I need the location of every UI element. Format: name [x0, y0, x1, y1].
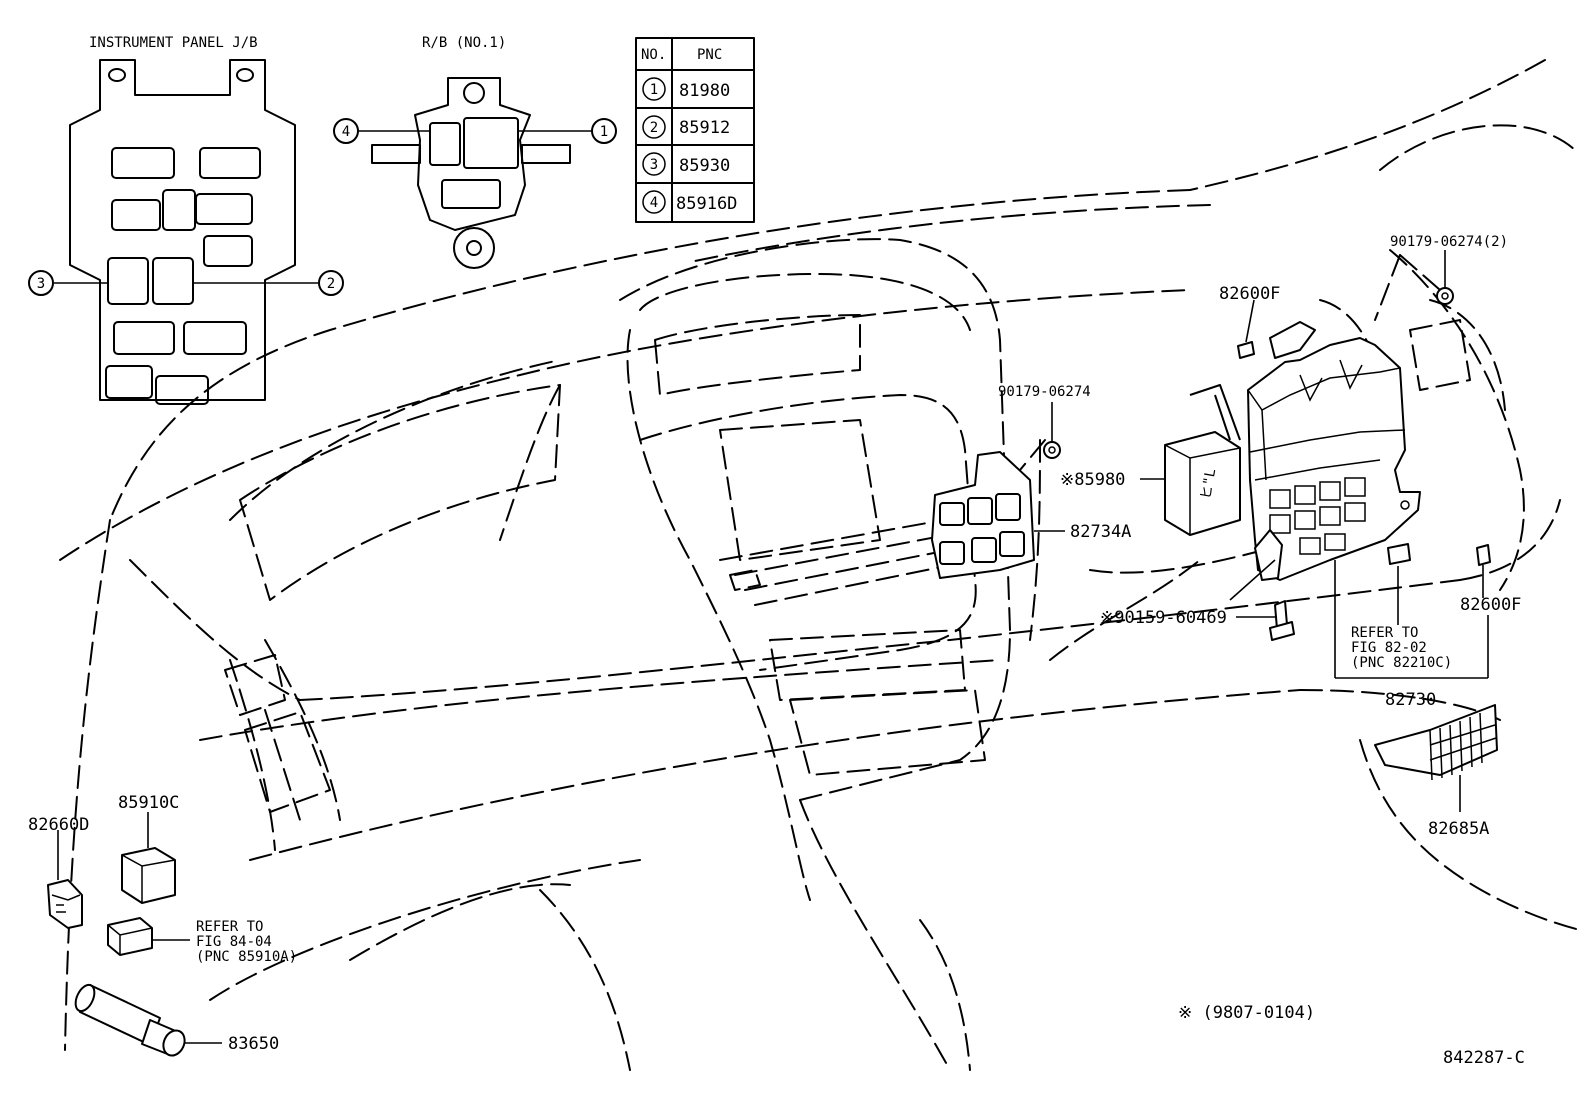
table-row-no: 1	[650, 82, 658, 98]
dashboard-outline	[59, 59, 1581, 1071]
rb-relay-4	[429, 122, 461, 166]
bracket-82660d	[47, 830, 83, 929]
svg-text:(PNC 82210C): (PNC 82210C)	[1351, 655, 1452, 671]
callout-2: 2	[327, 276, 335, 292]
callout-3-circle	[28, 270, 54, 296]
nut-90179-06274-2	[1436, 250, 1454, 305]
fuse-82600f-right	[1476, 544, 1491, 598]
table-row-pnc: 85916D	[676, 194, 737, 214]
relay-refer-84-04	[107, 917, 190, 956]
relay-block-no1: R/B (NO.1) 4 1	[333, 35, 617, 269]
svg-text:ヒ"L: ヒ"L	[1198, 468, 1219, 501]
label-82685a: 82685A	[1428, 819, 1489, 839]
label-83650: 83650	[228, 1034, 279, 1054]
label-82734a: 82734A	[1070, 522, 1131, 542]
label-82600f-right: 82600F	[1460, 595, 1521, 615]
fuse-82600f-top	[1237, 299, 1316, 359]
label-90179-06274-2: 90179-06274(2)	[1390, 234, 1508, 250]
buzzer-83650	[74, 983, 222, 1057]
table-row-no: 2	[650, 120, 658, 136]
label-85980: ※85980	[1060, 470, 1125, 490]
instrument-panel-jb: INSTRUMENT PANEL J/B 3 2	[28, 35, 344, 405]
jb-title: INSTRUMENT PANEL J/B	[89, 35, 258, 51]
rb-relay-1	[463, 117, 519, 169]
label-82660d: 82660D	[28, 815, 89, 835]
junction-block-82730	[1247, 337, 1421, 581]
svg-text:FIG 84-04: FIG 84-04	[196, 934, 272, 950]
svg-text:REFER TO: REFER TO	[1351, 625, 1418, 641]
table-row-pnc: 85912	[679, 118, 730, 138]
footnote: ※ (9807-0104)	[1178, 1003, 1315, 1023]
label-90159-60469: ※90159-60469	[1100, 608, 1227, 628]
callout-1: 1	[600, 124, 608, 140]
callout-3: 3	[37, 276, 45, 292]
jb-relay-3	[107, 257, 149, 305]
svg-text:REFER TO: REFER TO	[196, 919, 263, 935]
table-row-pnc: 85930	[679, 156, 730, 176]
callout-2-circle	[318, 270, 344, 296]
connector-82734a	[931, 451, 1065, 579]
label-85910c: 85910C	[118, 793, 179, 813]
nut-90179-06274	[1043, 402, 1061, 459]
figure-code: 842287-C	[1443, 1048, 1525, 1068]
refer-fig-82-02: REFER TO FIG 82-02 (PNC 82210C)	[1351, 625, 1452, 671]
table-row-pnc: 81980	[679, 81, 730, 101]
svg-text:(PNC 85910A): (PNC 85910A)	[196, 949, 297, 965]
label-82730: 82730	[1385, 690, 1436, 710]
relay-85910c	[121, 812, 176, 904]
label-sheet-82685a	[1374, 704, 1498, 812]
table-header-pnc: PNC	[697, 47, 722, 63]
leader-82730	[1334, 560, 1489, 679]
callout-4: 4	[342, 124, 350, 140]
table-header-no: NO.	[641, 47, 666, 63]
label-90179-06274: 90179-06274	[998, 384, 1091, 400]
label-82600f-top: 82600F	[1219, 284, 1280, 304]
refer-fig-84-04: REFER TO FIG 84-04 (PNC 85910A)	[196, 919, 297, 965]
pnc-table: NO. PNC 1 81980 2 85912 3 85930 4 85916D	[635, 37, 755, 223]
relay-85980: ヒ"L	[1140, 384, 1241, 536]
table-row-no: 4	[650, 195, 658, 211]
jb-relay-2	[152, 257, 194, 305]
bolt-90159-60469	[1229, 559, 1295, 641]
svg-text:FIG 82-02: FIG 82-02	[1351, 640, 1427, 656]
rb-title: R/B (NO.1)	[422, 35, 506, 51]
table-row-no: 3	[650, 157, 658, 173]
